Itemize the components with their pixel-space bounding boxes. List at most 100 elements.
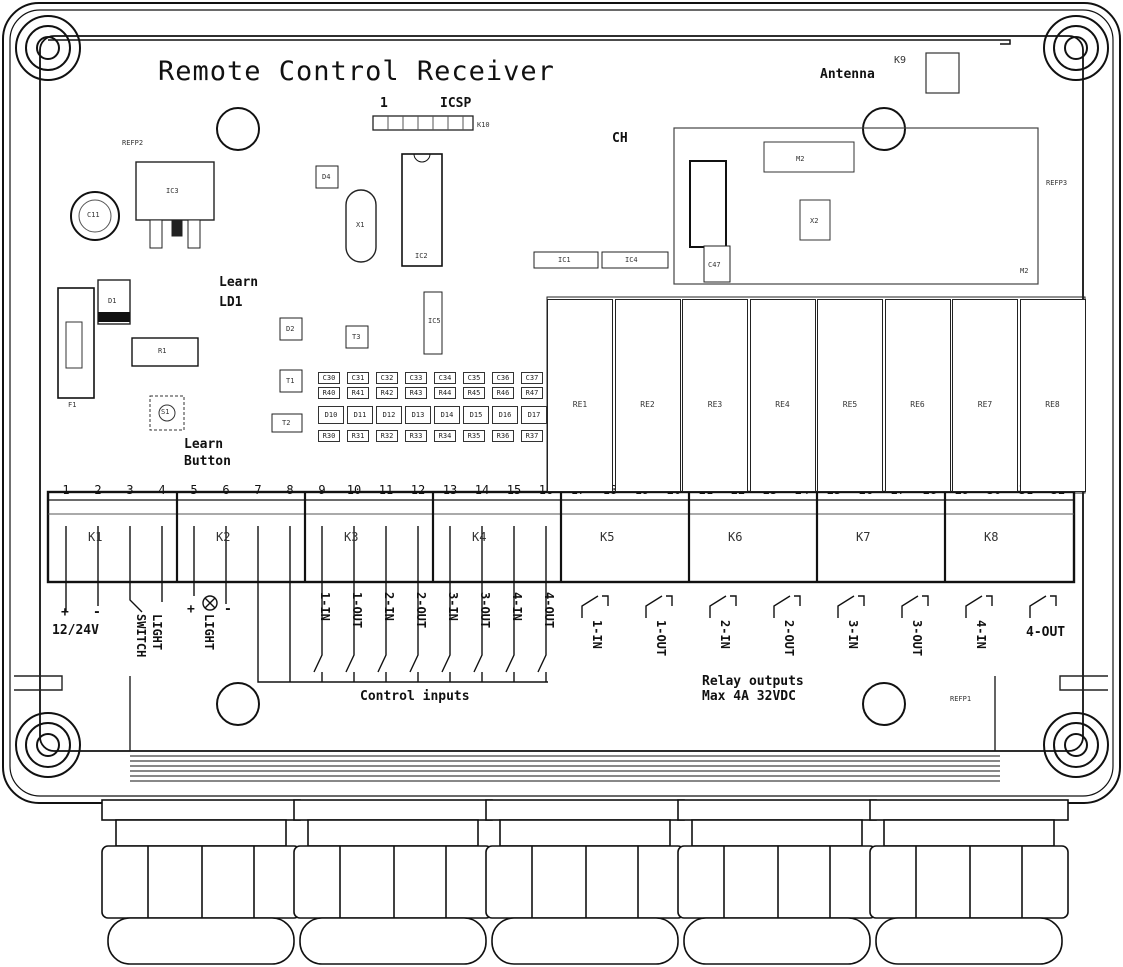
ld1-label: LD1 xyxy=(219,295,243,310)
terminal-pin-number: 11 xyxy=(378,483,394,497)
control-input-label: 1-OUT xyxy=(350,592,364,629)
relay-label: RE2 xyxy=(640,400,655,409)
relay-label: RE6 xyxy=(910,400,925,409)
icsp-label: ICSP xyxy=(440,96,472,111)
ic5-label: IC5 xyxy=(428,317,441,325)
relay-output-label: 4-IN xyxy=(974,620,988,649)
smd-label: R42 xyxy=(380,389,394,397)
ic3-label: IC3 xyxy=(166,187,179,195)
ic2-label: IC2 xyxy=(415,252,428,260)
power-minus-sign: - xyxy=(93,605,101,620)
board-title: Remote Control Receiver xyxy=(158,56,555,87)
control-input-label: 4-IN xyxy=(510,592,524,621)
relay-2: RE2 xyxy=(614,299,681,492)
smd-label: C31 xyxy=(351,374,365,382)
antenna-connector-label: K9 xyxy=(894,55,907,66)
terminal-pin-number: 13 xyxy=(442,483,458,497)
cable-gland xyxy=(485,799,685,965)
light-label: LIGHT xyxy=(202,614,216,651)
light-minus-sign: - xyxy=(224,602,232,617)
relay-output-label: 3-OUT xyxy=(910,620,924,657)
smd-r35: R35 xyxy=(463,430,485,442)
terminal-block-label: K1 xyxy=(88,530,103,544)
relay-output-label: 3-IN xyxy=(846,620,860,649)
r1-label: R1 xyxy=(158,347,167,355)
smd-label: D17 xyxy=(527,411,541,419)
ic4-label: IC4 xyxy=(625,256,638,264)
smd-r33: R33 xyxy=(405,430,427,442)
relay-label: RE3 xyxy=(707,400,723,409)
smd-label: R31 xyxy=(351,432,365,440)
control-input-label: 3-IN xyxy=(446,592,460,621)
smd-c35: C35 xyxy=(463,372,485,384)
smd-r47: R47 xyxy=(521,387,543,399)
smd-c31: C31 xyxy=(347,372,369,384)
smd-c34: C34 xyxy=(434,372,456,384)
smd-label: R44 xyxy=(438,389,452,397)
learn-button-label-2: Button xyxy=(184,454,231,469)
relay-label: RE8 xyxy=(1045,400,1060,409)
smd-label: R41 xyxy=(351,389,365,397)
c11-label: C11 xyxy=(87,211,100,219)
light-switch-label-2: SWITCH xyxy=(134,614,148,658)
ref-right-label: REFP3 xyxy=(1046,179,1068,187)
terminal-block-label: K3 xyxy=(344,530,359,544)
control-input-switch xyxy=(537,582,547,682)
terminal-pin-number: 8 xyxy=(286,483,294,497)
smd-label: R32 xyxy=(380,432,394,440)
relay-output-label: 1-IN xyxy=(590,620,604,649)
smd-r34: R34 xyxy=(434,430,456,442)
smd-r31: R31 xyxy=(347,430,369,442)
smd-label: R40 xyxy=(322,389,336,397)
smd-r46: R46 xyxy=(492,387,514,399)
d4-label: D4 xyxy=(322,173,331,181)
antenna-label: Antenna xyxy=(820,67,875,82)
relay-output-switch xyxy=(581,595,609,618)
smd-label: D12 xyxy=(382,411,396,419)
control-input-switch xyxy=(377,582,387,682)
control-inputs-label: Control inputs xyxy=(360,689,470,704)
smd-label: C32 xyxy=(380,374,394,382)
x2-label: X2 xyxy=(810,217,819,225)
relay-output-switch xyxy=(709,595,737,618)
cable-gland xyxy=(869,799,1069,965)
m2-ic-label: M2 xyxy=(796,155,805,163)
smd-label: C30 xyxy=(322,374,336,382)
smd-label: C33 xyxy=(409,374,423,382)
relay-label: RE1 xyxy=(572,400,588,409)
control-input-label: 1-IN xyxy=(318,592,332,621)
smd-label: D14 xyxy=(440,411,454,419)
control-input-switch xyxy=(409,582,419,682)
relay-output-label: 4-OUT xyxy=(1026,625,1066,640)
s1-label: S1 xyxy=(161,408,170,416)
terminal-block-label: K5 xyxy=(600,530,615,544)
relay-8: RE8 xyxy=(1019,299,1086,492)
d1-label: D1 xyxy=(108,297,117,305)
smd-c32: C32 xyxy=(376,372,398,384)
relay-label: RE5 xyxy=(842,400,858,409)
relay-output-switch xyxy=(1029,595,1057,618)
terminal-pin-number: 5 xyxy=(190,483,198,497)
f1-label: F1 xyxy=(68,401,77,409)
smd-d10: D10 xyxy=(318,406,344,424)
smd-c36: C36 xyxy=(492,372,514,384)
smd-label: R47 xyxy=(525,389,539,397)
smd-d12: D12 xyxy=(376,406,402,424)
d2-label: D2 xyxy=(286,325,295,333)
smd-label: R35 xyxy=(467,432,481,440)
relay-output-switch xyxy=(965,595,993,618)
smd-r37: R37 xyxy=(521,430,543,442)
control-input-label: 2-IN xyxy=(382,592,396,621)
corner-screw-bottom-right xyxy=(1043,712,1109,778)
icsp-pin-label: 1 xyxy=(380,96,388,111)
smd-label: C35 xyxy=(467,374,481,382)
cable-gland xyxy=(293,799,493,965)
smd-r41: R41 xyxy=(347,387,369,399)
smd-label: R46 xyxy=(496,389,510,397)
smd-r45: R45 xyxy=(463,387,485,399)
terminal-block-label: K7 xyxy=(856,530,871,544)
smd-label: D11 xyxy=(353,411,367,419)
relay-output-switch xyxy=(837,595,865,618)
terminal-pin-number: 9 xyxy=(318,483,326,497)
